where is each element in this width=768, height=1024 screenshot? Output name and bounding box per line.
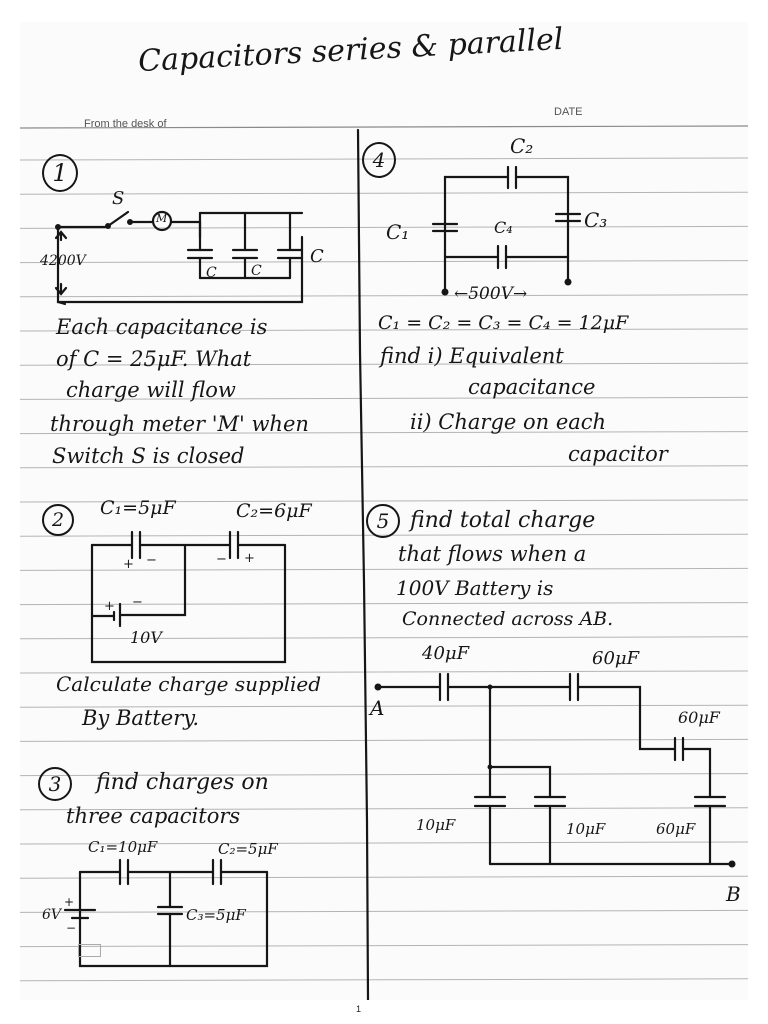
rule-line <box>20 362 748 366</box>
c2-label-4: C₂ <box>510 134 534 158</box>
rule-line <box>20 773 748 777</box>
battery-label-2: 10V <box>130 628 162 647</box>
circuit-3-diagram <box>63 858 269 968</box>
plus-sign-3: + <box>64 895 75 909</box>
p5-line-4: Connected across AB. <box>402 608 614 630</box>
cap-label-5c: 60μF <box>678 708 720 727</box>
cap-label-1b: C <box>251 263 262 279</box>
watermark-stamp <box>78 944 102 957</box>
cap-label-1a: C <box>206 265 217 281</box>
rule-line <box>20 670 748 674</box>
column-divider <box>356 128 370 1000</box>
rule-line <box>20 567 748 571</box>
p5-line-1: find total charge <box>410 508 596 533</box>
p4-line-5: capacitor <box>568 442 668 466</box>
rule-line <box>20 738 748 742</box>
p1-line-5: Switch S is closed <box>52 444 245 468</box>
minus-sign-batt: − <box>132 595 143 610</box>
c1-label-2: C₁=5μF <box>100 497 176 519</box>
p2-line-2: By Battery. <box>82 706 200 730</box>
circuit-2-diagram <box>90 530 287 664</box>
rule-line <box>20 909 748 913</box>
rule-line <box>20 978 748 982</box>
page-number: 1 <box>356 1004 362 1014</box>
circuit-1-diagram <box>54 210 304 306</box>
cap-label-5b: 60μF <box>592 648 640 669</box>
from-desk-label: From the desk of <box>84 118 167 130</box>
notebook-page: Capacitors series & parallel From the de… <box>20 22 748 1000</box>
p2-line-1: Calculate charge supplied <box>56 672 321 696</box>
circuit-4-diagram <box>431 165 582 296</box>
plus-sign-batt: + <box>104 599 115 614</box>
circuit-5-diagram <box>374 672 736 868</box>
minus-sign-1: − <box>146 553 157 568</box>
terminal-b-label: B <box>726 882 741 906</box>
p1-line-3: charge will flow <box>66 378 236 402</box>
p5-line-2: that flows when a <box>398 542 587 566</box>
problem-3-number: 3 <box>38 767 72 801</box>
problem-2-number: 2 <box>42 504 74 536</box>
p3-heading-2: three capacitors <box>66 804 241 828</box>
cap-label-5a: 40μF <box>422 643 470 664</box>
p1-line-1: Each capacitance is <box>56 315 268 339</box>
meter-label: M <box>156 212 168 225</box>
p4-line-4: ii) Charge on each <box>410 410 607 434</box>
rule-line <box>20 875 748 879</box>
p1-line-4: through meter 'M' when <box>50 412 309 436</box>
rule-line <box>20 125 748 129</box>
rule-line <box>20 807 748 811</box>
rule-line <box>20 944 748 948</box>
p4-line-3: capacitance <box>468 375 596 399</box>
plus-sign-1: + <box>123 557 134 572</box>
p5-line-3: 100V Battery is <box>396 576 554 600</box>
p1-line-2: of C = 25μF. What <box>56 347 252 371</box>
rule-line <box>20 294 748 298</box>
rule-line <box>20 191 748 195</box>
voltage-label-4: ←500V→ <box>454 284 528 304</box>
rule-line <box>20 499 748 503</box>
problem-5-number: 5 <box>366 504 400 538</box>
voltage-label-1: 4200V <box>40 253 86 269</box>
c2-label-2: C₂=6μF <box>236 500 312 522</box>
problem-1-number: 1 <box>42 154 78 192</box>
switch-label: S <box>112 188 125 209</box>
rule-line <box>20 260 748 264</box>
rule-line <box>20 328 748 332</box>
rule-line <box>20 704 748 708</box>
c4-label-4: C₄ <box>494 218 513 237</box>
cap-label-1c: C <box>310 246 324 267</box>
p4-line-2: find i) Equivalent <box>380 344 564 368</box>
cap-label-5d: 10μF <box>416 816 456 834</box>
c2-label-3: C₂=5μF <box>218 840 278 858</box>
rule-line <box>20 465 748 469</box>
rule-line <box>20 225 748 229</box>
cap-label-5f: 60μF <box>656 820 696 838</box>
p4-line-1: C₁ = C₂ = C₃ = C₄ = 12μF <box>378 312 629 334</box>
minus-sign-3: − <box>66 921 77 935</box>
minus-sign-2: − <box>216 552 227 567</box>
battery-label-3: 6V <box>42 907 62 923</box>
date-label: DATE <box>554 106 583 118</box>
rule-line <box>20 636 748 640</box>
rule-line <box>20 431 748 435</box>
cap-label-5e: 10μF <box>566 820 606 838</box>
plus-sign-2: + <box>244 551 255 566</box>
c1-label-3: C₁=10μF <box>88 838 158 856</box>
c3-label-3: C₃=5μF <box>186 906 246 924</box>
rule-line <box>20 602 748 606</box>
c3-label-4: C₃ <box>584 208 608 232</box>
terminal-a-label: A <box>370 696 385 720</box>
problem-4-number: 4 <box>362 142 396 178</box>
rule-line <box>20 841 748 845</box>
c1-label-4: C₁ <box>386 220 410 244</box>
p3-heading-1: find charges on <box>96 770 269 795</box>
rule-line <box>20 396 748 400</box>
